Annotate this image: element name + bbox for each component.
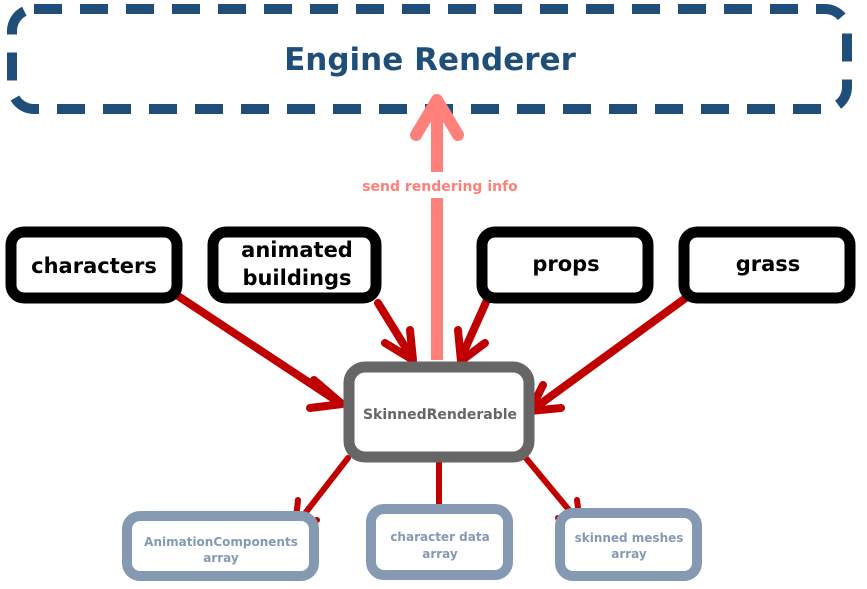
- source-label-grass: grass: [736, 252, 801, 276]
- arrow-grass-to-central: [526, 293, 691, 415]
- source-label-buildings: buildings: [242, 266, 351, 290]
- source-box-animated-buildings: animated buildings: [207, 226, 382, 304]
- central-box-skinned-renderable: SkinnedRenderable: [343, 361, 535, 463]
- source-box-characters: characters: [5, 226, 183, 304]
- send-rendering-arrow: [410, 94, 464, 360]
- source-box-grass: grass: [678, 226, 856, 304]
- output-label-skinned-meshes: skinned meshes: [575, 531, 684, 545]
- arrow-buildings-to-central: [374, 299, 417, 364]
- output-box-character-data: character data array: [366, 504, 513, 580]
- output-label-character-data-array: array: [422, 547, 458, 561]
- source-box-props: props: [476, 226, 654, 304]
- output-box-animation-components: AnimationComponents array: [122, 511, 319, 581]
- output-label-character-data: character data: [390, 530, 489, 544]
- output-label-animation-components: AnimationComponents: [144, 535, 298, 549]
- engine-renderer-label: Engine Renderer: [284, 42, 576, 78]
- send-rendering-label: send rendering info: [362, 179, 518, 195]
- source-label-characters: characters: [31, 254, 157, 278]
- source-label-props: props: [532, 252, 599, 276]
- central-label: SkinnedRenderable: [363, 407, 517, 423]
- source-label-animated: animated: [241, 238, 353, 262]
- arrow-characters-to-central: [174, 292, 346, 412]
- output-box-skinned-meshes: skinned meshes array: [555, 508, 702, 581]
- arrow-props-to-central: [454, 296, 491, 365]
- output-label-skinned-meshes-array: array: [611, 547, 647, 561]
- output-label-animation-components-array: array: [203, 551, 239, 565]
